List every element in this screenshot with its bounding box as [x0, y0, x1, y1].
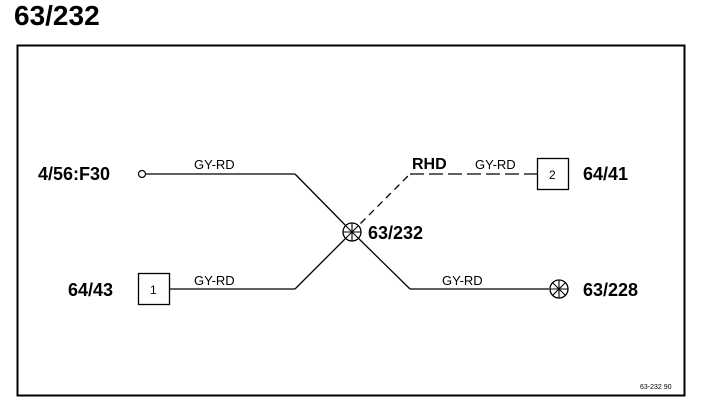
- wire-diag-bottom-left: [294, 231, 353, 290]
- page-title: 63/232: [14, 0, 100, 31]
- wire-diag-bottom-right: [351, 231, 411, 290]
- connector-box-2-label: 2: [549, 168, 556, 182]
- connector-box-1-label: 1: [150, 283, 157, 297]
- conn-left-label: 64/43: [68, 280, 113, 300]
- wire-label-bottom-right: GY-RD: [442, 273, 483, 288]
- option-label: RHD: [412, 156, 447, 173]
- wire-diag-top-right-dashed: [351, 173, 411, 233]
- fuse-terminal-icon: [137, 169, 147, 179]
- connector-box-1: [137, 272, 171, 306]
- wire-label-top-left: GY-RD: [194, 157, 235, 172]
- wire-label-bottom-left: GY-RD: [194, 273, 235, 288]
- connector-box-2: [536, 157, 570, 191]
- wire-diag-top-left: [294, 173, 353, 233]
- diagram-frame: [16, 44, 686, 397]
- reference-code: 63-232 90: [640, 384, 672, 391]
- splice-center-icon: [342, 222, 362, 242]
- splice-right-label: 63/228: [583, 280, 638, 300]
- splice-center-label: 63/232: [368, 223, 423, 243]
- wire-label-top-right: GY-RD: [475, 157, 516, 172]
- fuse-label: 4/56:F30: [38, 164, 110, 184]
- conn-right-label: 64/41: [583, 164, 628, 184]
- splice-right-icon: [549, 279, 569, 299]
